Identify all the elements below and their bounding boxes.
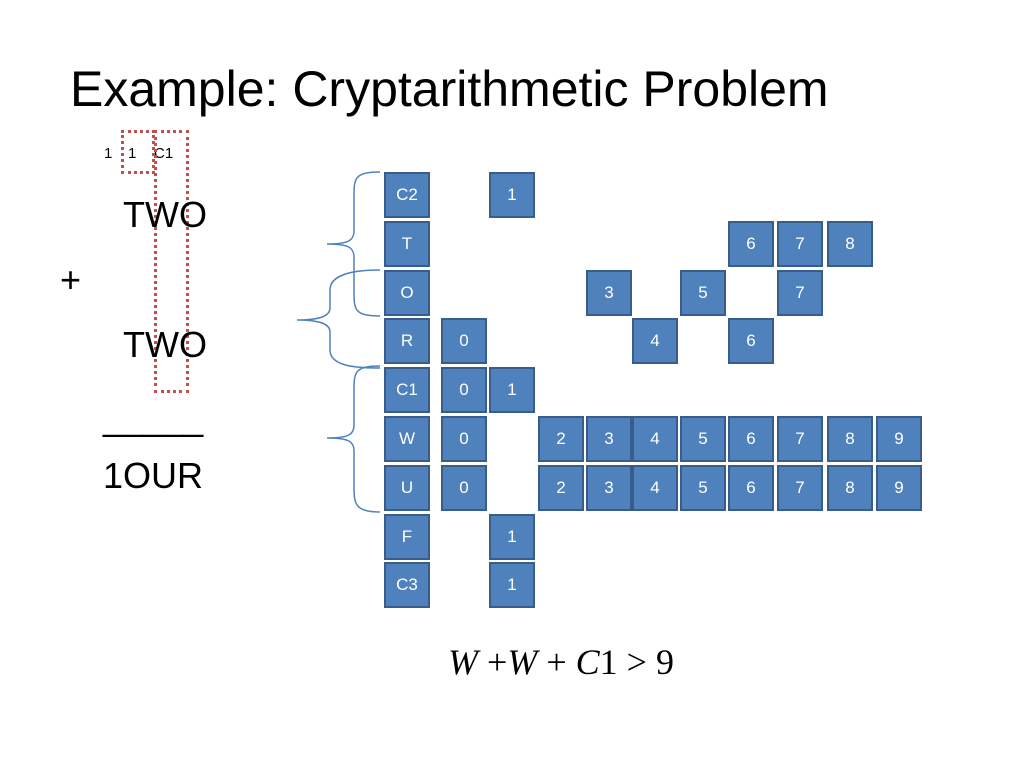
domain-value-cell: 9 (876, 465, 922, 511)
domain-value-cell: 7 (777, 465, 823, 511)
eq-var-w2: W (507, 642, 538, 682)
addend-two: TWO (123, 324, 207, 365)
domain-value-cell: 8 (827, 465, 873, 511)
domain-value-cell: 0 (441, 416, 487, 462)
domain-value-cell: 6 (728, 221, 774, 267)
domain-value-cell: 5 (680, 270, 726, 316)
variable-cell-o: O (384, 270, 430, 316)
domain-value-cell: 7 (777, 221, 823, 267)
eq-plus-1: + (487, 642, 508, 682)
brace-middle (296, 269, 381, 369)
domain-value-cell: 4 (632, 416, 678, 462)
domain-value-cell: 9 (876, 416, 922, 462)
domain-value-cell: 5 (680, 416, 726, 462)
domain-value-cell: 1 (489, 367, 535, 413)
carry-c1: C1 (154, 145, 174, 162)
domain-value-cell: 8 (827, 221, 873, 267)
domain-value-cell: 5 (680, 465, 726, 511)
domain-value-cell: 2 (538, 465, 584, 511)
sum-rule-line: _____ (103, 397, 204, 438)
eq-var-w1: W (448, 642, 478, 682)
domain-value-cell: 0 (441, 318, 487, 364)
domain-value-cell: 1 (489, 562, 535, 608)
domain-value-cell: 3 (586, 416, 632, 462)
carry-highlight-box (121, 130, 155, 174)
domain-value-cell: 4 (632, 465, 678, 511)
variable-cell-t: T (384, 221, 430, 267)
domain-value-cell: 6 (728, 416, 774, 462)
brace-lower (326, 365, 381, 513)
sum-result: 1OUR (103, 455, 204, 496)
domain-value-cell: 8 (827, 416, 873, 462)
variable-cell-w: W (384, 416, 430, 462)
variable-cell-c1: C1 (384, 367, 430, 413)
variable-cell-u: U (384, 465, 430, 511)
variable-cell-c3: C3 (384, 562, 430, 608)
eq-var-c: C (575, 642, 600, 682)
variable-cell-r: R (384, 318, 430, 364)
eq-subscript-1: 1 (599, 642, 618, 682)
constraint-equation: W +W + C1 > 9 (448, 644, 674, 680)
domain-value-cell: 0 (441, 367, 487, 413)
brace-upper (326, 171, 381, 317)
domain-value-cell: 2 (538, 416, 584, 462)
slide-title: Example: Cryptarithmetic Problem (70, 61, 829, 117)
domain-value-cell: 6 (728, 465, 774, 511)
domain-value-cell: 4 (632, 318, 678, 364)
variable-cell-f: F (384, 514, 430, 560)
domain-value-cell: 6 (728, 318, 774, 364)
eq-greater-than: > (626, 642, 647, 682)
variable-cell-c2: C2 (384, 172, 430, 218)
eq-nine: 9 (655, 642, 674, 682)
addend-one: TWO (123, 194, 207, 235)
ones-column-highlight-box (154, 130, 189, 393)
domain-value-cell: 1 (489, 514, 535, 560)
domain-value-cell: 7 (777, 270, 823, 316)
eq-plus-2: + (546, 642, 567, 682)
carry-digit-2: 1 (128, 145, 137, 162)
domain-value-cell: 0 (441, 465, 487, 511)
domain-value-cell: 1 (489, 172, 535, 218)
plus-operator: + (60, 259, 82, 300)
domain-value-cell: 3 (586, 465, 632, 511)
carry-digit-1: 1 (104, 145, 113, 162)
domain-value-cell: 3 (586, 270, 632, 316)
domain-value-cell: 7 (777, 416, 823, 462)
